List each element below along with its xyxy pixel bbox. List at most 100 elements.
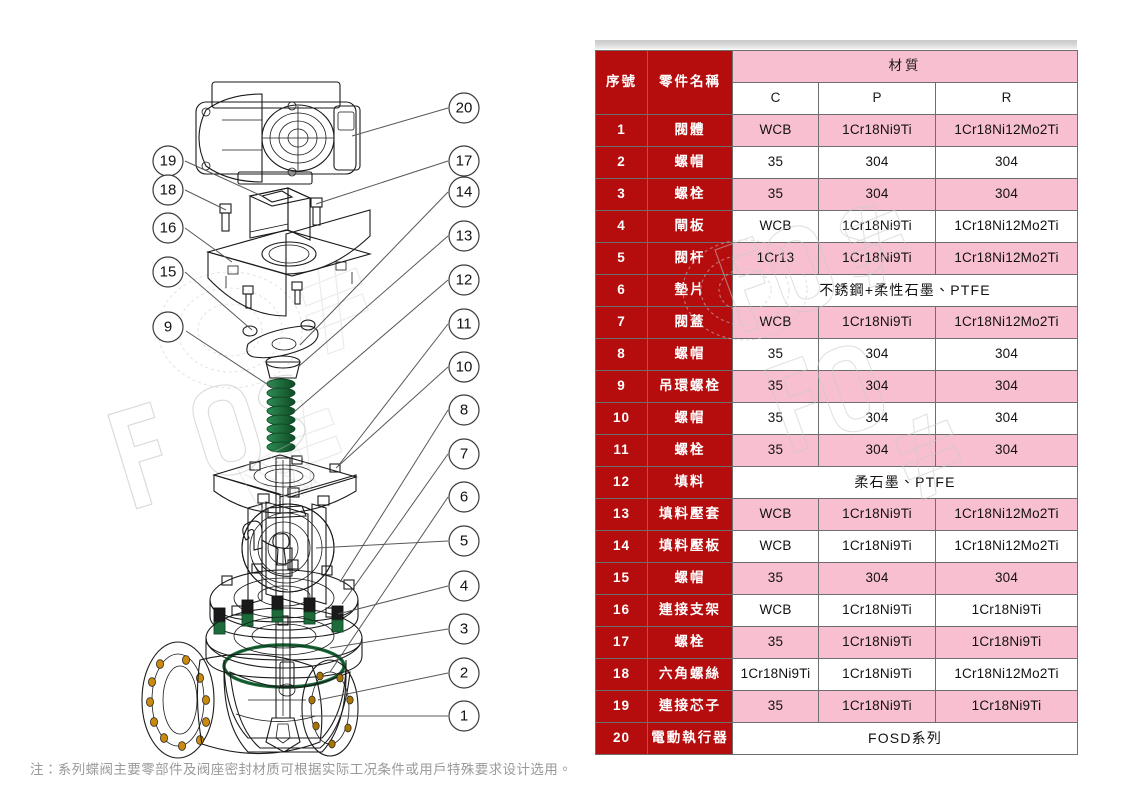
- row-material-c: 35: [732, 690, 819, 723]
- row-part-name: 閥體: [647, 114, 733, 147]
- callout-10: 10: [448, 351, 480, 383]
- callout-18: 18: [152, 174, 184, 206]
- row-material-r: 304: [934, 338, 1079, 371]
- row-material-p: 1Cr18Ni9Ti: [818, 594, 936, 627]
- callout-8: 8: [448, 394, 480, 426]
- row-material-r: 1Cr18Ni12Mo2Ti: [934, 530, 1079, 563]
- row-material-p: 1Cr18Ni9Ti: [818, 626, 936, 659]
- callout-2: 2: [448, 657, 480, 689]
- part-6-gasket: [222, 643, 346, 689]
- row-part-name: 墊片: [647, 274, 733, 307]
- svg-text:1: 1: [460, 708, 468, 725]
- svg-text:13: 13: [456, 228, 473, 245]
- callout-5: 5: [448, 525, 480, 557]
- part-18-hex-screws: [219, 197, 323, 232]
- svg-text:8: 8: [460, 402, 468, 419]
- row-seq: 14: [595, 530, 648, 563]
- row-seq: 20: [595, 722, 648, 755]
- header-grade-r: R: [934, 82, 1079, 115]
- row-part-name: 連接支架: [647, 594, 733, 627]
- svg-text:16: 16: [160, 220, 177, 237]
- callout-4: 4: [448, 570, 480, 602]
- row-seq: 8: [595, 338, 648, 371]
- row-material-c: WCB: [732, 210, 819, 243]
- row-material-r: 1Cr18Ni12Mo2Ti: [934, 242, 1079, 275]
- row-material-r: 304: [934, 146, 1079, 179]
- footnote-text: 注：系列蝶阀主要零部件及阀座密封材质可根据实际工况条件或用户特殊要求设计选用。: [30, 762, 573, 777]
- svg-text:4: 4: [460, 578, 468, 595]
- row-seq: 1: [595, 114, 648, 147]
- row-material-r: 304: [934, 178, 1079, 211]
- row-seq: 10: [595, 402, 648, 435]
- svg-text:5: 5: [460, 533, 468, 550]
- row-material-span: 柔石墨、PTFE: [731, 466, 1079, 499]
- row-seq: 16: [595, 594, 648, 627]
- row-material-c: 35: [732, 338, 819, 371]
- exploded-valve-diagram: .ol{fill:none;stroke:#1a1a1a;stroke-widt…: [107, 81, 480, 759]
- row-seq: 2: [595, 146, 648, 179]
- callout-1: 1: [448, 700, 480, 732]
- svg-text:14: 14: [456, 184, 473, 201]
- row-material-c: 35: [732, 626, 819, 659]
- row-material-r: 1Cr18Ni12Mo2Ti: [934, 114, 1079, 147]
- row-material-p: 304: [818, 146, 936, 179]
- row-seq: 18: [595, 658, 648, 691]
- row-part-name: 螺帽: [647, 562, 733, 595]
- row-material-p: 304: [818, 562, 936, 595]
- row-material-r: 1Cr18Ni9Ti: [934, 626, 1079, 659]
- row-material-p: 1Cr18Ni9Ti: [818, 114, 936, 147]
- row-material-c: WCB: [732, 530, 819, 563]
- row-material-c: 35: [732, 178, 819, 211]
- row-material-c: 1Cr18Ni9Ti: [732, 658, 819, 691]
- row-material-r: 1Cr18Ni12Mo2Ti: [934, 498, 1079, 531]
- row-seq: 9: [595, 370, 648, 403]
- table-header-row-1: 序號 零件名稱 材質: [595, 50, 1079, 115]
- row-part-name: 六角螺絲: [647, 658, 733, 691]
- row-material-c: 35: [732, 562, 819, 595]
- callout-11: 11: [448, 308, 480, 340]
- row-material-r: 1Cr18Ni9Ti: [934, 690, 1079, 723]
- table-header-row-2: C P R: [596, 82, 1079, 115]
- row-part-name: 電動執行器: [647, 722, 733, 755]
- table-top-bar: [595, 40, 1077, 49]
- part-2-nuts-body: [213, 609, 344, 635]
- row-material-c: 35: [732, 434, 819, 467]
- svg-text:17: 17: [456, 153, 473, 170]
- row-seq: 17: [595, 626, 648, 659]
- row-part-name: 填料: [647, 466, 733, 499]
- row-material-r: 304: [934, 434, 1079, 467]
- row-part-name: 填料壓套: [647, 498, 733, 531]
- row-seq: 15: [595, 562, 648, 595]
- svg-text:15: 15: [160, 264, 177, 281]
- row-part-name: 螺栓: [647, 178, 733, 211]
- row-material-c: 35: [732, 370, 819, 403]
- row-material-r: 1Cr18Ni12Mo2Ti: [934, 210, 1079, 243]
- svg-text:6: 6: [460, 489, 468, 506]
- row-material-p: 304: [818, 402, 936, 435]
- row-material-c: WCB: [732, 498, 819, 531]
- row-material-p: 1Cr18Ni9Ti: [818, 306, 936, 339]
- row-material-span: 不銹鋼+柔性石墨、PTFE: [731, 274, 1079, 307]
- callout-17: 17: [448, 145, 480, 177]
- row-part-name: 螺帽: [647, 402, 733, 435]
- row-material-p: 304: [818, 338, 936, 371]
- row-material-p: 1Cr18Ni9Ti: [818, 658, 936, 691]
- callout-20: 20: [448, 92, 480, 124]
- part-16-connecting-bracket: [205, 209, 373, 317]
- header-grade-c: C: [732, 82, 819, 115]
